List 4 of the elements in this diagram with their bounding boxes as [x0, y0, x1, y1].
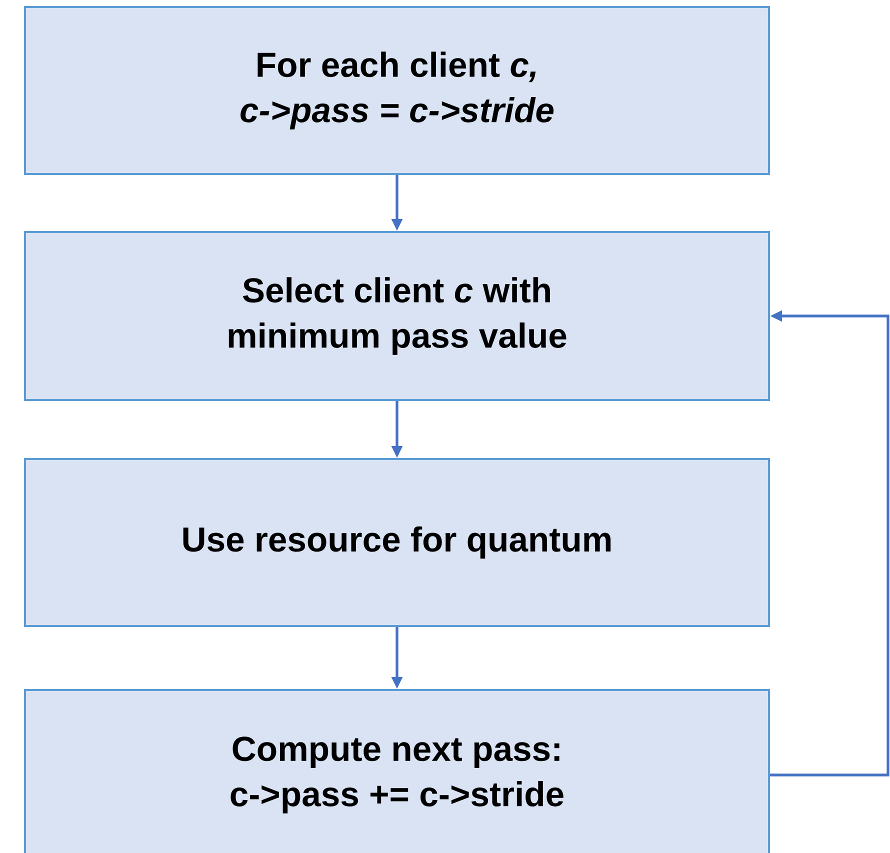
- process-box: Use resource for quantum: [24, 458, 770, 627]
- process-box: Compute next pass: c->pass += c->stride: [24, 689, 770, 853]
- process-box: Select client c with minimum pass value: [24, 231, 770, 401]
- process-box: For each client c, c->pass = c->stride: [24, 6, 770, 175]
